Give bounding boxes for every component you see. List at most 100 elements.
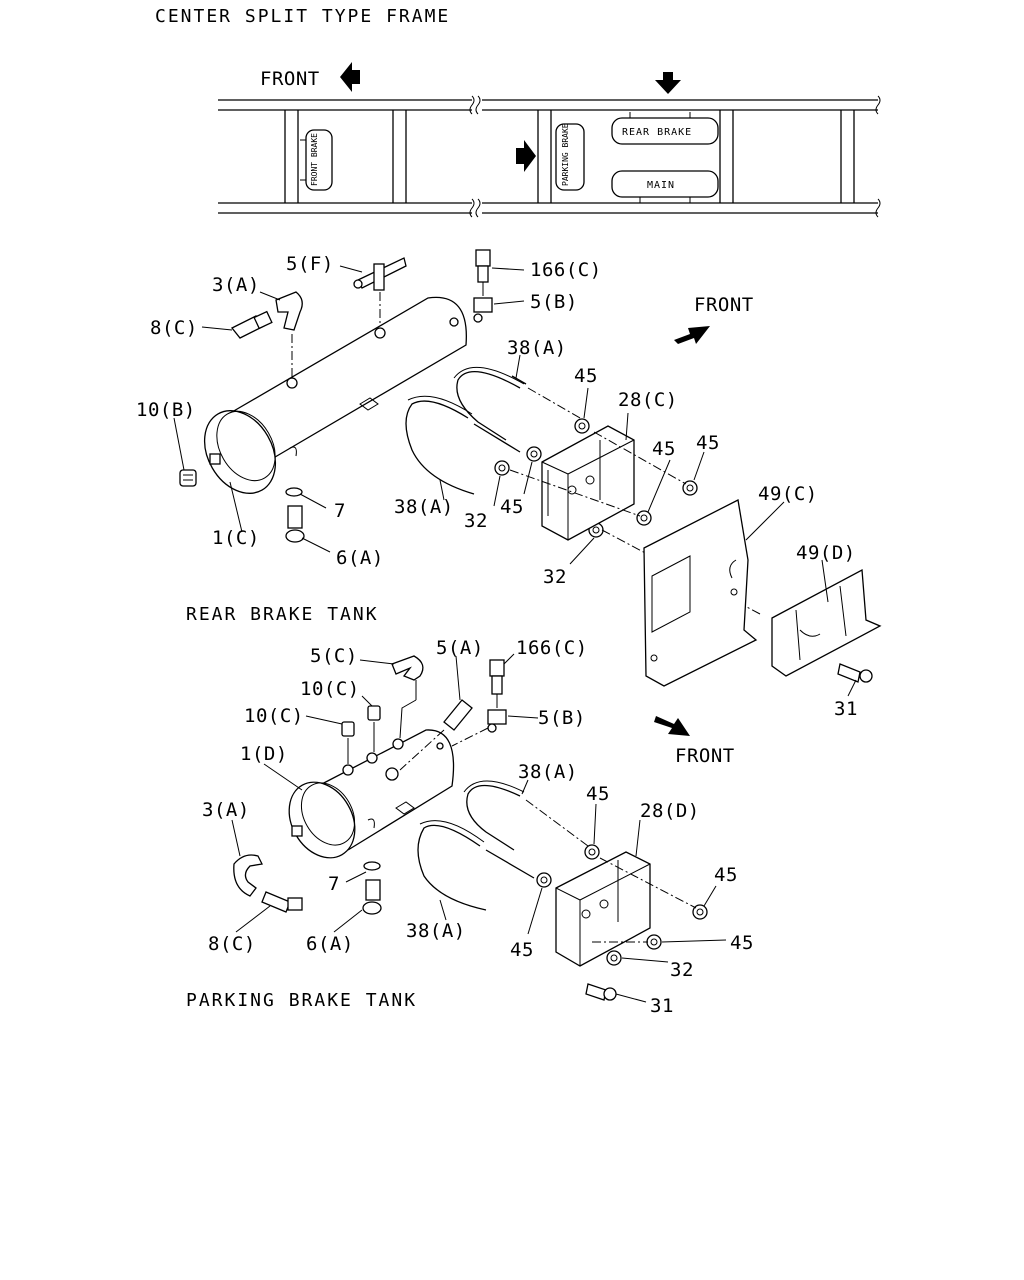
parking-front-label: FRONT [675,745,735,767]
parking-callout: 7 [328,873,340,895]
parking-callout: 38(A) [518,761,578,783]
parking-front-arrow-icon [654,716,690,736]
rear-section-title: REAR BRAKE TANK [186,604,379,625]
bracket-28c [541,425,635,541]
fitting-5b [473,297,493,323]
rear-tank-body [203,296,467,494]
rear-callout: 45 [652,438,676,460]
nut-32-a [494,460,510,476]
elbow-fitting-3a [275,291,303,331]
tee-fitting-5f [353,257,407,291]
nut-45-b [526,446,542,462]
nut-45-p-b [536,872,552,888]
rear-brake-label: REAR BRAKE [622,127,692,138]
valve-5a [443,699,473,731]
oring-7 [285,446,303,497]
parking-callout: 10(C) [244,705,304,727]
rear-callout: 3(A) [212,274,260,296]
rear-callout: 7 [334,500,346,522]
parking-callout: 32 [670,959,694,981]
parking-callout: 31 [650,995,674,1017]
plug-10c-b [341,721,355,737]
connector-8c-parking [261,891,303,913]
rear-brake-tank-assembly: FRONT 5(F) 3(A) [136,249,882,720]
parking-brake-tank-assembly: FRONT 5(C) 5(A) 166(C [186,637,754,1017]
elbow-fitting-5c [391,655,424,739]
plate-49c [643,499,758,687]
rear-callout: 5(F) [286,253,334,275]
parking-callout: 45 [586,783,610,805]
rear-front-arrow-icon [674,326,710,344]
nut-45-d [682,480,698,496]
rear-callout: 49(C) [758,483,818,505]
parking-brake-label: PARKING BRAKE [561,123,570,186]
fitting-6a [285,505,305,543]
hose-38a-lower-parking [417,820,535,911]
parking-leader-lines [231,653,727,1003]
hose-38a-upper-parking [463,780,525,851]
parking-brake-tank-icon: PARKING BRAKE [555,123,585,191]
elbow-fitting-3a-parking [233,854,263,897]
rear-callout: 1(C) [212,527,260,549]
parking-callout: 45 [510,939,534,961]
parking-callout: 166(C) [516,637,588,659]
nut-45-p-c [692,904,708,920]
parking-callout: 28(D) [640,800,700,822]
front-arrow-icon [340,62,360,92]
main-label: MAIN [647,180,675,191]
parking-callout: 3(A) [202,799,250,821]
sensor-166c [475,249,491,296]
rear-brake-tank-icon: REAR BRAKE [611,112,719,145]
rear-callout: 6(A) [336,547,384,569]
parking-section-title: PARKING BRAKE TANK [186,990,417,1011]
bolt-31-rear [837,663,873,683]
rear-front-label: FRONT [694,294,754,316]
rear-callout: 45 [500,496,524,518]
parking-callout: 45 [730,932,754,954]
rear-callout: 32 [464,510,488,532]
connector-8c [230,310,273,339]
parking-callout: 8(C) [208,933,256,955]
nut-45-c [636,510,652,526]
rear-callout: 31 [834,698,858,720]
main-tank-icon: MAIN [611,170,719,203]
parking-tank-body [288,729,455,859]
fitting-5b-parking [487,709,507,733]
page-title: CENTER SPLIT TYPE FRAME [155,6,450,27]
nut-32-p [606,950,622,966]
parking-callout: 5(A) [436,637,484,659]
parking-callout: 5(B) [538,707,586,729]
parking-callout: 5(C) [310,645,358,667]
frame-top-view: FRONT [218,62,881,218]
rear-callout: 8(C) [150,317,198,339]
frame-front-label: FRONT [260,68,320,90]
rear-callout: 45 [696,432,720,454]
rear-leader-lines [173,265,857,697]
nut-45-p-d [646,934,662,950]
hose-38a-lower [405,395,521,495]
rear-callout: 38(A) [507,337,567,359]
rear-callout: 166(C) [530,259,602,281]
parking-callout: 10(C) [300,678,360,700]
bolt-31-parking [585,983,617,1001]
rear-tank-arrow-icon [655,72,681,94]
parking-tank-arrow-icon [516,140,536,172]
drain-plug-10b [179,469,197,487]
bracket-28d [555,851,651,967]
rear-callout: 10(B) [136,399,196,421]
nut-45-p-a [584,844,600,860]
rear-callout: 45 [574,365,598,387]
rear-callout: 28(C) [618,389,678,411]
parking-callout: 1(D) [240,743,288,765]
parking-callout: 6(A) [306,933,354,955]
sensor-166c-parking [489,659,505,708]
frame-rails [218,95,881,218]
hose-38a-upper [453,366,527,441]
oring-7-parking [363,818,381,871]
fitting-6a-parking [362,879,382,915]
plug-10c-a [367,705,381,721]
parking-callout: 38(A) [406,920,466,942]
rear-callout: 38(A) [394,496,454,518]
front-brake-tank-icon: FRONT BRAKE [300,129,333,191]
